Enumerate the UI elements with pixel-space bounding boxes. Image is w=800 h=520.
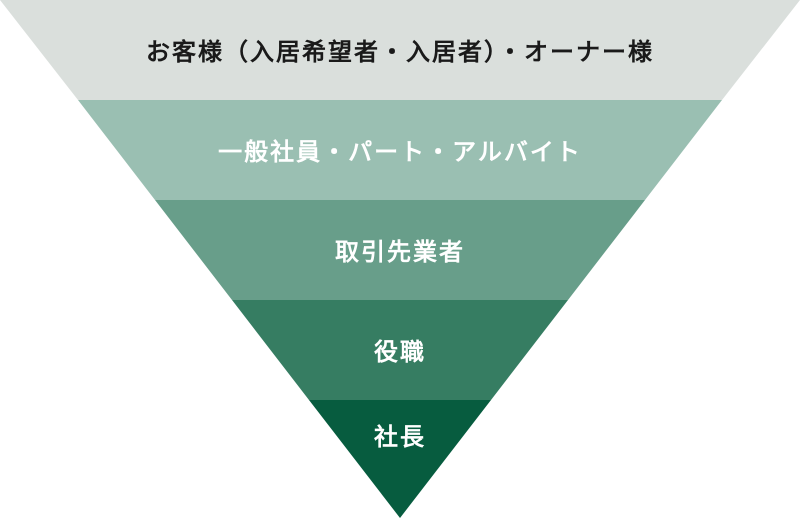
layer-executives-band [232,300,568,400]
layer-employees-label: 一般社員・パート・アルバイト [218,138,582,166]
layer-customers-label: お客様（入居希望者・入居者）・オーナー様 [146,38,654,66]
layer-employees-band [78,100,722,200]
layer-president-label: 社長 [374,423,426,451]
layer-president-band [309,400,491,518]
layer-vendors-band [155,200,645,300]
layer-executives-label: 役職 [374,338,426,366]
layer-customers-band [0,0,800,100]
layer-vendors-label: 取引先業者 [335,238,465,266]
